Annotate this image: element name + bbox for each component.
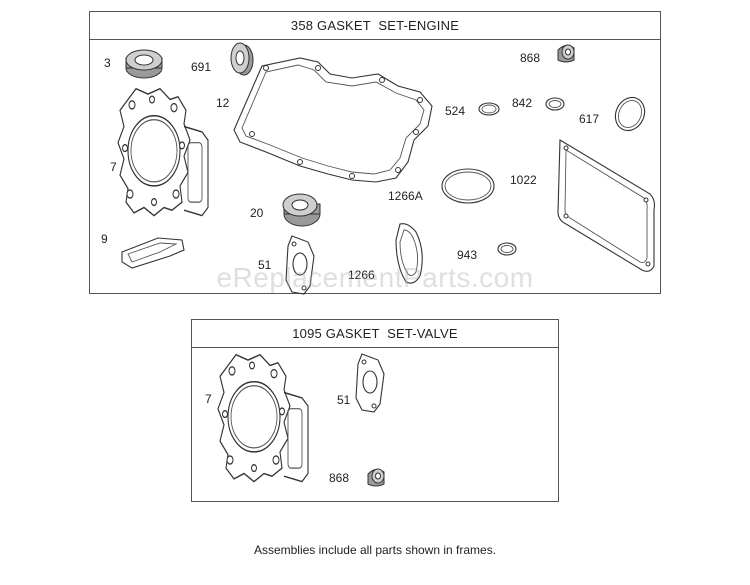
part-label-9: 9 [101, 232, 108, 246]
engine-gasket-set-title-text: 358 GASKET SET-ENGINE [290, 18, 460, 33]
part-label-868: 868 [520, 51, 541, 65]
engine-gasket-set-frame: 358 GASKET SET-ENGINE [89, 11, 661, 294]
valve-gasket-set-title-text: 1095 GASKET SET-VALVE [292, 326, 458, 341]
part-label-1266: 1266 [348, 268, 375, 282]
valve-gasket-set-title: 1095 GASKET SET-VALVE [192, 320, 558, 348]
part-label-3: 3 [104, 56, 111, 70]
part-label-868-valve: 868 [329, 471, 350, 485]
part-label-12: 12 [216, 96, 230, 110]
part-label-943: 943 [457, 248, 478, 262]
part-label-7: 7 [110, 160, 117, 174]
part-label-524: 524 [445, 104, 466, 118]
part-label-617: 617 [579, 112, 600, 126]
part-label-842: 842 [512, 96, 533, 110]
watermark: eReplacementParts.com [216, 262, 534, 293]
footer-note: Assemblies include all parts shown in fr… [253, 543, 497, 557]
part-label-1022: 1022 [510, 173, 537, 187]
part-label-691: 691 [191, 60, 212, 74]
part-label-51: 51 [258, 258, 272, 272]
part-label-20: 20 [250, 206, 264, 220]
part-label-1266a: 1266A [388, 189, 423, 203]
engine-gasket-set-title: 358 GASKET SET-ENGINE [90, 12, 660, 40]
part-label-7-valve: 7 [205, 392, 212, 406]
part-label-51-valve: 51 [337, 393, 351, 407]
valve-gasket-set-frame: 1095 GASKET SET-VALVE [191, 319, 559, 502]
